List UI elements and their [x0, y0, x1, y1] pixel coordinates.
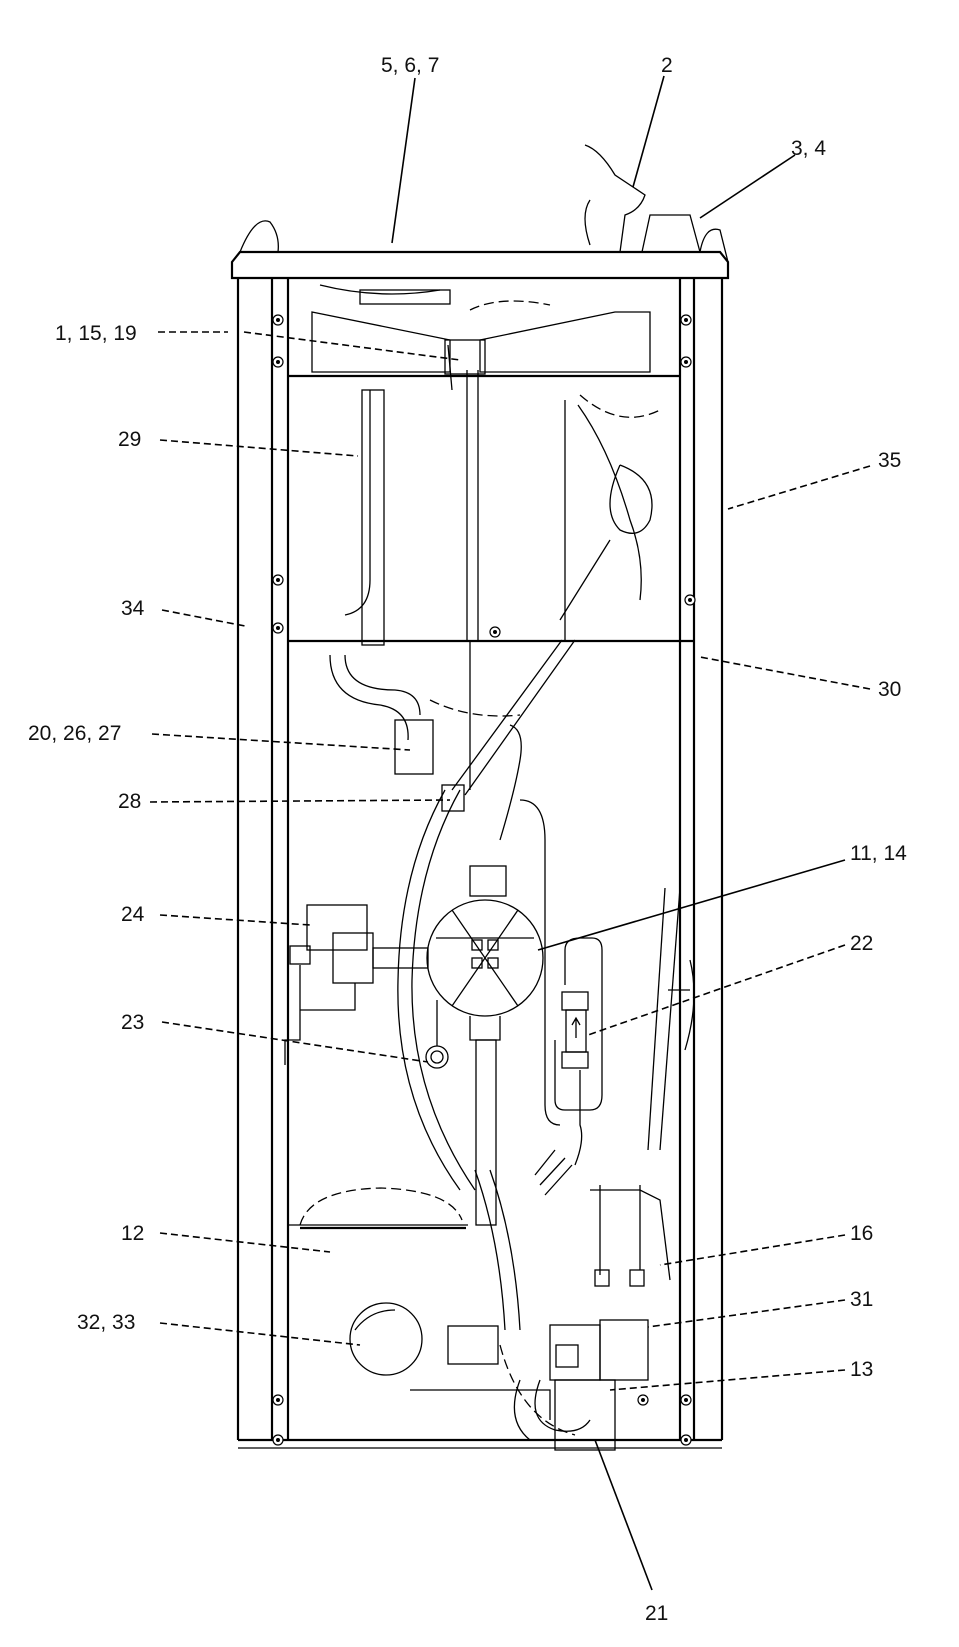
callout-12: 12 — [121, 1222, 144, 1245]
callout-16: 16 — [850, 1222, 873, 1245]
frame-bolts — [272, 314, 696, 1446]
callout-3-4: 3, 4 — [791, 137, 826, 160]
callout-1-15-19: 1, 15, 19 — [55, 322, 137, 345]
callout-24: 24 — [121, 903, 145, 926]
callout-31: 31 — [850, 1288, 873, 1311]
callout-5-6-7: 5, 6, 7 — [381, 54, 439, 77]
basin-top — [239, 144, 729, 305]
filter-assembly — [554, 887, 695, 1166]
callout-32-33: 32, 33 — [77, 1311, 135, 1334]
callout-20-26-27: 20, 26, 27 — [28, 722, 121, 745]
callout-2: 2 — [661, 54, 673, 77]
callout-13: 13 — [850, 1358, 873, 1381]
callout-30: 30 — [878, 678, 901, 701]
pump-assembly — [284, 865, 544, 1226]
lower-assembly — [299, 1149, 671, 1451]
middle-tubing — [329, 639, 576, 1191]
callout-21: 21 — [645, 1602, 668, 1625]
callout-29: 29 — [118, 428, 141, 451]
callout-34: 34 — [121, 597, 145, 620]
callout-28: 28 — [118, 790, 141, 813]
cabinet-frame — [230, 250, 730, 1449]
callout-35: 35 — [878, 449, 901, 472]
callout-22: 22 — [850, 932, 873, 955]
callout-labels: 5, 6, 7 2 3, 4 1, 15, 19 29 35 34 30 20,… — [28, 54, 907, 1625]
callout-11-14: 11, 14 — [850, 842, 907, 865]
upper-assembly — [311, 300, 661, 646]
leader-lines — [149, 75, 871, 1591]
callout-23: 23 — [121, 1011, 144, 1034]
